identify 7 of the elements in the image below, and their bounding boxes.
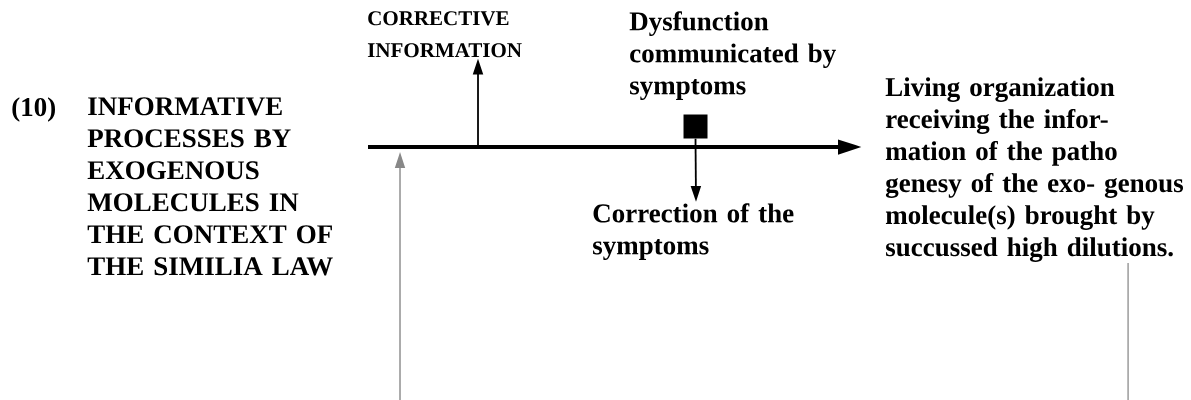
- text-label: Correction of the symptoms: [593, 203, 794, 261]
- heading-text: (10): [12, 97, 55, 122]
- text-label: Dysfunction communicated by symptoms: [629, 11, 836, 101]
- square-marker: [683, 114, 708, 139]
- text-label: Living organization receiving the infor- mation of the patho genesy of the exo- genous molecule(s) brought by succussed high dilutions.: [885, 77, 1183, 262]
- text-label: CORRECTIVE INFORMATION: [367, 11, 522, 58]
- heading-text: INFORMATIVE PROCESSES BY EXOGENOUS MOLECULES IN THE CONTEXT OF THE SIMILIA LAW: [87, 97, 333, 276]
